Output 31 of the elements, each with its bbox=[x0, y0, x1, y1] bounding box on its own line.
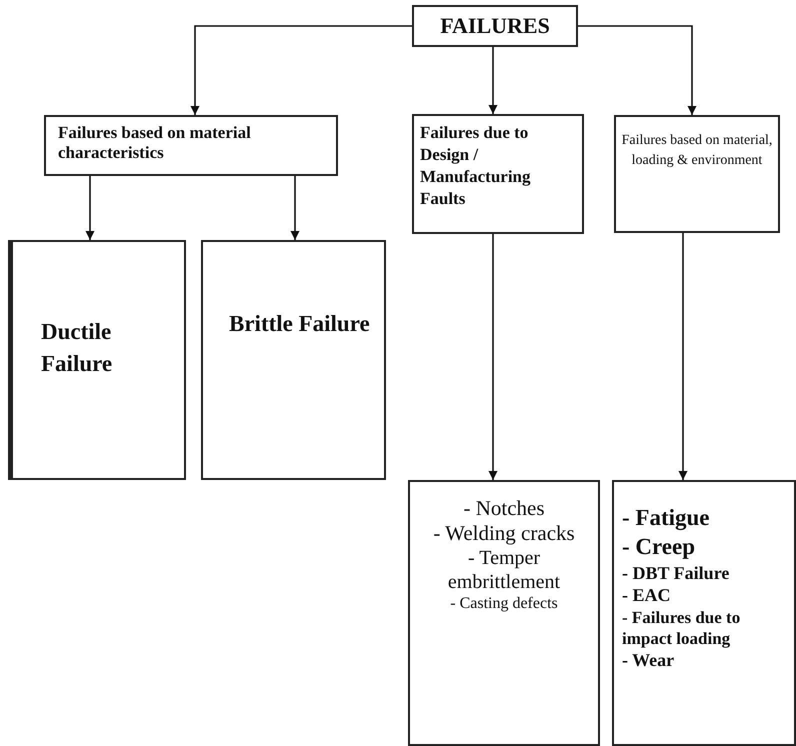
arrow bbox=[190, 25, 412, 115]
list-item: - Notches bbox=[462, 496, 546, 522]
list-item: - Fatigue bbox=[622, 504, 711, 532]
box-label: Ductile Failure bbox=[41, 318, 114, 378]
category-box bbox=[44, 115, 338, 176]
category-box bbox=[412, 114, 584, 234]
arrow bbox=[290, 176, 300, 240]
box-label: Failures based on material, loading & environment bbox=[620, 132, 774, 170]
list-item: - Failures due to impact loading bbox=[622, 606, 742, 649]
arrow bbox=[488, 47, 498, 114]
box-label: Failures due to Design / Manufacturing Faults bbox=[420, 122, 532, 210]
box-label: FAILURES bbox=[439, 13, 551, 40]
arrow bbox=[86, 176, 94, 240]
category-box bbox=[614, 115, 780, 233]
arrow bbox=[678, 233, 688, 480]
list-item: - Casting defects bbox=[449, 594, 559, 614]
list-box bbox=[408, 480, 600, 746]
root-box bbox=[412, 5, 578, 47]
list-item: - DBT Failure bbox=[622, 562, 730, 584]
list-item: - Creep bbox=[622, 532, 696, 561]
box-label: Brittle Failure bbox=[229, 310, 371, 338]
box-label: Failures based on material characteristics bbox=[58, 123, 252, 164]
list-item: - Temper embrittlement bbox=[446, 546, 562, 594]
list-item: - Welding cracks bbox=[432, 521, 576, 546]
list-box bbox=[612, 480, 796, 746]
arrow bbox=[488, 234, 498, 480]
arrow bbox=[578, 25, 696, 115]
list-item: - EAC bbox=[622, 584, 672, 606]
failure-type-box bbox=[201, 240, 386, 480]
list-item: - Wear bbox=[622, 649, 676, 672]
failure-type-box bbox=[8, 240, 186, 480]
